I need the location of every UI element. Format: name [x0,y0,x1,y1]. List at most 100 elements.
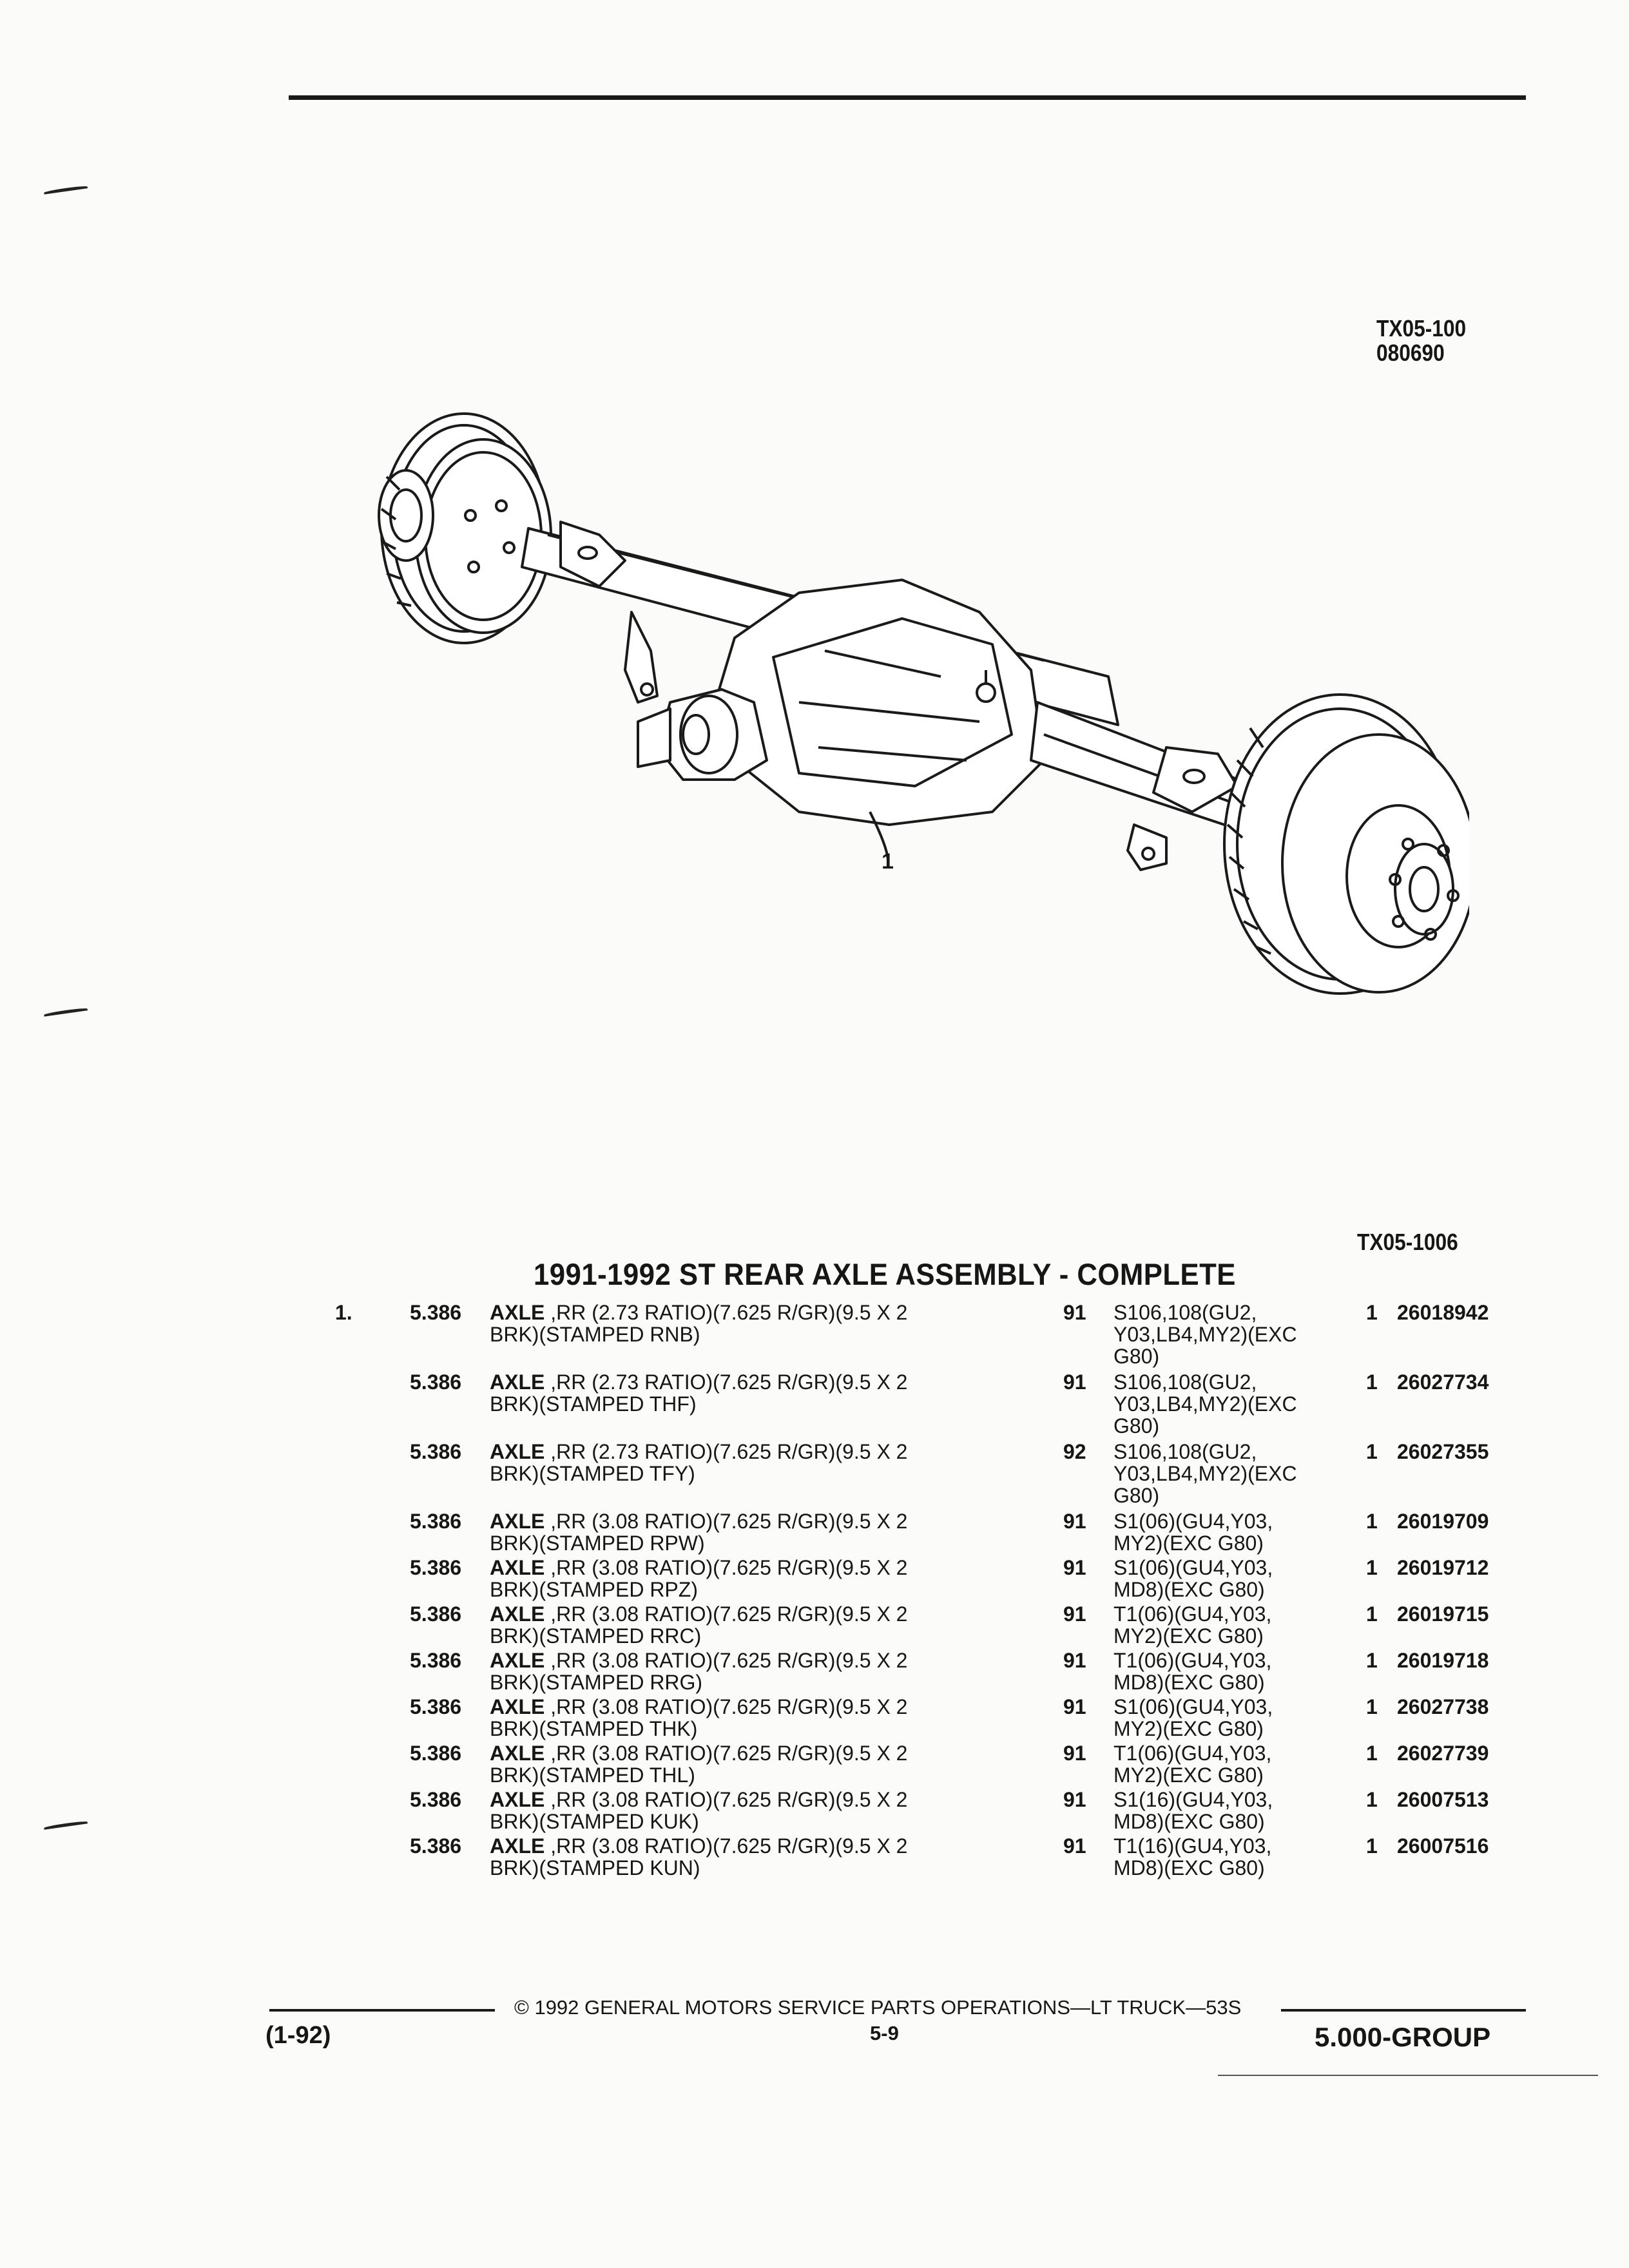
group-number: 5.386 [410,1440,462,1463]
group-number: 5.386 [410,1510,462,1533]
desc-line: ,RR (2.73 RATIO)(7.625 R/GR)(9.5 X 2 [550,1370,908,1394]
callout-number: 1 [882,849,894,874]
copyright-line: © 1992 GENERAL MOTORS SERVICE PARTS OPER… [514,1996,1242,2019]
table-row: 5.386 AXLE ,RR (3.08 RATIO)(7.625 R/GR)(… [0,1649,1629,1696]
quantity: 1 [1366,1301,1378,1324]
quantity: 1 [1366,1602,1378,1626]
desc-line: ,RR (3.08 RATIO)(7.625 R/GR)(9.5 X 2 [550,1602,908,1626]
parts-table: 1. 5.386 AXLE ,RR (2.73 RATIO)(7.625 R/G… [0,1302,1629,1881]
app-line: G80) [1113,1414,1160,1437]
part-number: 26027734 [1397,1370,1489,1394]
app-line: S1(06)(GU4,Y03, [1113,1695,1273,1718]
table-row: 5.386 AXLE ,RR (2.73 RATIO)(7.625 R/GR)(… [0,1371,1629,1441]
quantity: 1 [1366,1695,1378,1718]
app-line: Y03,LB4,MY2)(EXC [1113,1392,1297,1416]
app-line: MD8)(EXC G80) [1113,1578,1265,1601]
application: T1(06)(GU4,Y03,MD8)(EXC G80) [1113,1649,1326,1693]
app-line: MY2)(EXC G80) [1113,1624,1264,1648]
model-year: 91 [1063,1695,1086,1718]
app-line: T1(06)(GU4,Y03, [1113,1649,1272,1672]
part-name: AXLE [490,1440,545,1463]
app-line: S1(06)(GU4,Y03, [1113,1556,1273,1579]
table-row: 5.386 AXLE ,RR (3.08 RATIO)(7.625 R/GR)(… [0,1603,1629,1649]
app-line: T1(06)(GU4,Y03, [1113,1742,1272,1765]
part-name: AXLE [490,1602,545,1626]
item-number: 1. [335,1301,352,1324]
table-row: 5.386 AXLE ,RR (3.08 RATIO)(7.625 R/GR)(… [0,1789,1629,1835]
group-number: 5.386 [410,1602,462,1626]
left-brake-drum [378,412,552,644]
part-number: 26019715 [1397,1602,1489,1626]
group-label: 5.000-GROUP [1315,2022,1491,2052]
footer-rule-right [1281,2009,1526,2012]
application: S1(06)(GU4,Y03,MD8)(EXC G80) [1113,1557,1326,1600]
quantity: 1 [1366,1510,1378,1533]
model-year: 91 [1063,1370,1086,1394]
desc-line: BRK)(STAMPED RPZ) [490,1578,698,1601]
application: S1(16)(GU4,Y03,MD8)(EXC G80) [1113,1789,1326,1832]
desc-line: ,RR (2.73 RATIO)(7.625 R/GR)(9.5 X 2 [550,1301,908,1324]
table-row: 5.386 AXLE ,RR (2.73 RATIO)(7.625 R/GR)(… [0,1441,1629,1510]
figure-date: 080690 [1376,340,1445,366]
top-rule [289,95,1526,100]
table-row: 5.386 AXLE ,RR (3.08 RATIO)(7.625 R/GR)(… [0,1696,1629,1742]
app-line: MD8)(EXC G80) [1113,1671,1265,1694]
revision-date: (1-92) [265,2022,331,2049]
app-line: MD8)(EXC G80) [1113,1856,1265,1879]
model-year: 91 [1063,1649,1086,1672]
application: T1(06)(GU4,Y03,MY2)(EXC G80) [1113,1742,1326,1786]
part-number: 26018942 [1397,1301,1489,1324]
group-number: 5.386 [410,1370,462,1394]
part-name: AXLE [490,1742,545,1765]
figure-code: TX05-100 [1376,315,1467,341]
part-number: 26007516 [1397,1834,1489,1858]
group-number: 5.386 [410,1742,462,1765]
desc-line: ,RR (3.08 RATIO)(7.625 R/GR)(9.5 X 2 [550,1742,908,1765]
model-year: 91 [1063,1556,1086,1579]
section-title: 1991-1992 ST REAR AXLE ASSEMBLY - COMPLE… [534,1257,1236,1291]
part-description: AXLE ,RR (3.08 RATIO)(7.625 R/GR)(9.5 X … [490,1696,1044,1740]
desc-line: ,RR (3.08 RATIO)(7.625 R/GR)(9.5 X 2 [550,1788,908,1811]
model-year: 91 [1063,1788,1086,1811]
part-name: AXLE [490,1834,545,1858]
application: T1(16)(GU4,Y03,MD8)(EXC G80) [1113,1835,1326,1879]
desc-line: BRK)(STAMPED THF) [490,1392,697,1416]
part-number: 26027355 [1397,1440,1489,1463]
right-brake-drum [1223,693,1469,995]
app-line: Y03,LB4,MY2)(EXC [1113,1323,1297,1346]
app-line: S1(06)(GU4,Y03, [1113,1510,1273,1533]
group-number: 5.386 [410,1834,462,1858]
model-year: 92 [1063,1440,1086,1463]
app-line: S106,108(GU2, [1113,1301,1257,1324]
part-description: AXLE ,RR (3.08 RATIO)(7.625 R/GR)(9.5 X … [490,1510,1044,1554]
table-row: 5.386 AXLE ,RR (3.08 RATIO)(7.625 R/GR)(… [0,1557,1629,1603]
application: T1(06)(GU4,Y03,MY2)(EXC G80) [1113,1603,1326,1647]
part-number: 26027739 [1397,1742,1489,1765]
app-line: S106,108(GU2, [1113,1440,1257,1463]
app-line: T1(06)(GU4,Y03, [1113,1602,1272,1626]
part-number: 26019712 [1397,1556,1489,1579]
quantity: 1 [1366,1556,1378,1579]
quantity: 1 [1366,1788,1378,1811]
application: S1(06)(GU4,Y03,MY2)(EXC G80) [1113,1510,1326,1554]
desc-line: BRK)(STAMPED RPW) [490,1532,705,1555]
part-description: AXLE ,RR (3.08 RATIO)(7.625 R/GR)(9.5 X … [490,1835,1044,1879]
desc-line: ,RR (3.08 RATIO)(7.625 R/GR)(9.5 X 2 [550,1695,908,1718]
footer-rule-left [269,2009,495,2012]
desc-line: BRK)(STAMPED RRG) [490,1671,703,1694]
model-year: 91 [1063,1742,1086,1765]
quantity: 1 [1366,1834,1378,1858]
rear-axle-illustration [378,412,1469,995]
table-row: 5.386 AXLE ,RR (3.08 RATIO)(7.625 R/GR)(… [0,1835,1629,1881]
part-description: AXLE ,RR (3.08 RATIO)(7.625 R/GR)(9.5 X … [490,1603,1044,1647]
part-description: AXLE ,RR (3.08 RATIO)(7.625 R/GR)(9.5 X … [490,1557,1044,1600]
desc-line: BRK)(STAMPED THK) [490,1717,698,1740]
table-ref-code: TX05-1006 [1357,1229,1458,1255]
app-line: G80) [1113,1484,1160,1507]
margin-mark [43,1007,88,1017]
page-number: 5-9 [870,2022,899,2044]
desc-line: BRK)(STAMPED RNB) [490,1323,700,1346]
